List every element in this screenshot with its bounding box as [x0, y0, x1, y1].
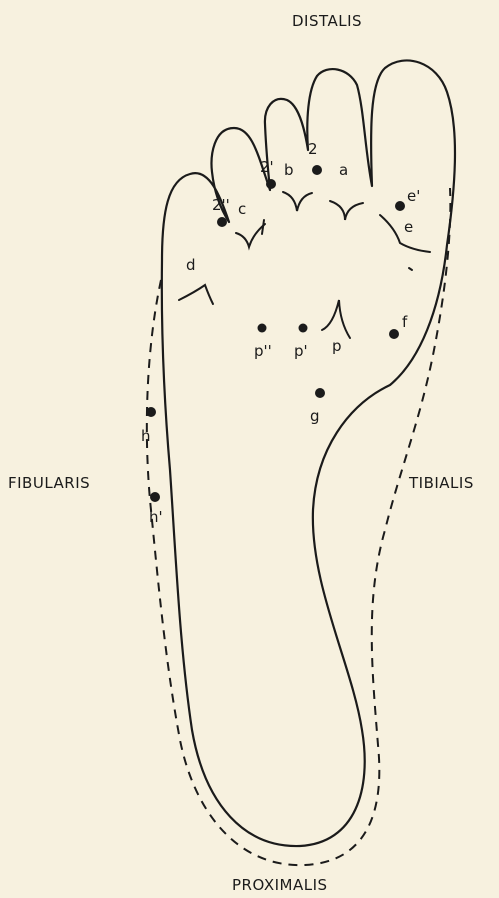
point-h-dot	[146, 407, 156, 417]
label-tibialis: TIBIALIS	[409, 474, 474, 492]
point-f-dot	[389, 329, 399, 339]
label-fibularis: FIBULARIS	[8, 474, 90, 492]
label-d: d	[186, 258, 196, 273]
crease-d	[179, 285, 213, 304]
label-2-prime: 2'	[260, 160, 274, 175]
crease-e-tick	[409, 268, 412, 270]
label-2-double-prime: 2''	[212, 198, 230, 213]
acupoints	[146, 165, 405, 502]
point-2-prime-dot	[266, 179, 276, 189]
dashed-outline	[147, 188, 451, 865]
label-p-prime: p'	[294, 344, 308, 359]
label-c: c	[238, 202, 246, 217]
point-2-dot	[312, 165, 322, 175]
label-h-prime: h'	[149, 510, 163, 525]
label-2: 2	[308, 142, 318, 157]
label-p: p	[332, 339, 342, 354]
point-p-double-prime-dot	[258, 324, 267, 333]
point-h-prime-dot	[150, 492, 160, 502]
crease-b	[283, 192, 312, 211]
label-a: a	[339, 163, 348, 178]
crease-p	[322, 300, 350, 338]
point-2-double-prime-dot	[217, 217, 227, 227]
label-g: g	[310, 409, 320, 424]
tick-c	[262, 220, 264, 234]
label-distalis: DISTALIS	[292, 12, 362, 30]
foot-outline	[162, 60, 455, 846]
label-b: b	[284, 163, 294, 178]
label-h: h	[141, 429, 151, 444]
crease-c	[236, 224, 265, 247]
point-e-prime-dot	[395, 201, 405, 211]
point-g-dot	[315, 388, 325, 398]
label-proximalis: PROXIMALIS	[232, 876, 328, 894]
label-e: e	[404, 220, 413, 235]
label-f: f	[402, 315, 407, 330]
crease-a	[330, 201, 363, 220]
label-p-double-prime: p''	[254, 344, 272, 359]
point-p-prime-dot	[299, 324, 308, 333]
label-e-prime: e'	[407, 189, 420, 204]
